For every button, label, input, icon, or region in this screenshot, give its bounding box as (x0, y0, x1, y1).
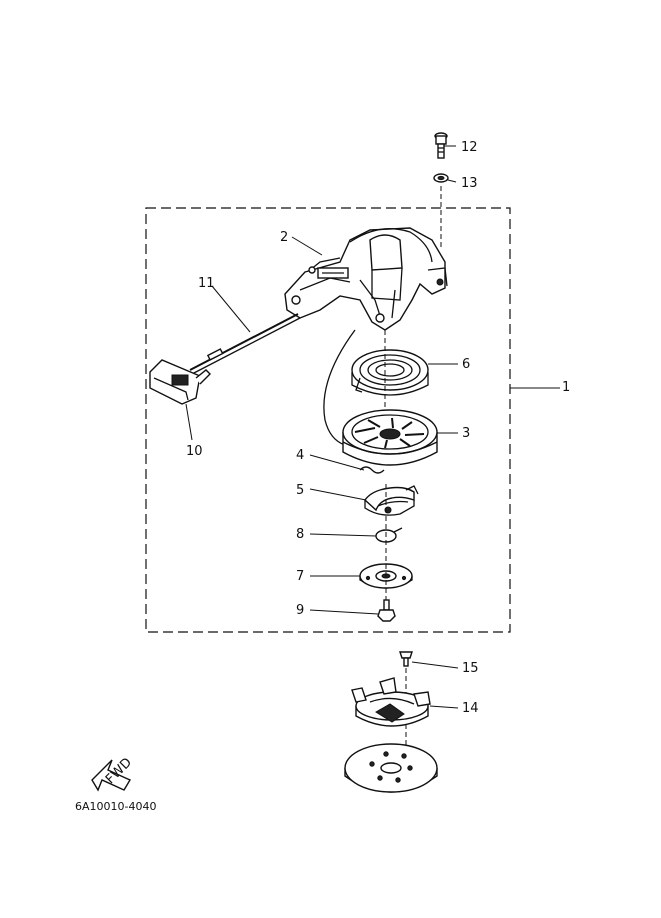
part-11-cable (189, 313, 301, 375)
leader-5 (309, 488, 367, 501)
part-6-spring (351, 349, 429, 396)
drawing-code: 6A10010-4040 (75, 800, 157, 813)
rope (323, 329, 356, 446)
callout-13: 13 (461, 176, 478, 191)
callout-6: 6 (462, 357, 470, 372)
callout-10: 10 (186, 444, 203, 459)
callout-7: 7 (296, 569, 304, 584)
leader-13 (447, 179, 457, 183)
part-3-sheave (342, 409, 438, 466)
leader-4 (309, 454, 365, 471)
callout-4: 4 (296, 448, 304, 463)
part-9-bolt (377, 599, 396, 622)
callout-8: 8 (296, 527, 304, 542)
part-4-spring-clip (359, 466, 385, 474)
part-13-washer (433, 173, 449, 183)
leader-14 (429, 705, 459, 709)
flywheel-disc (344, 743, 438, 793)
callout-9: 9 (296, 603, 304, 618)
callout-3: 3 (462, 426, 470, 441)
leader-15 (411, 661, 459, 669)
part-8-spring (375, 527, 403, 543)
leader-11 (211, 285, 251, 333)
fwd-arrow-icon: FWD (91, 755, 135, 792)
callout-11: 11 (198, 276, 215, 291)
part-10-handle (149, 359, 211, 405)
part-5-drive-pawl (364, 485, 419, 516)
part-2-starter-case (284, 227, 448, 331)
leader-2 (291, 236, 323, 256)
part-12-bolt (434, 132, 448, 159)
callout-12: 12 (461, 140, 478, 155)
part-15-screw (399, 651, 413, 667)
leader-8 (309, 533, 377, 537)
callout-2: 2 (280, 230, 288, 245)
callout-1: 1 (562, 380, 570, 395)
callout-14: 14 (462, 701, 479, 716)
leader-10 (185, 403, 193, 441)
assembly-boundary (145, 207, 511, 633)
leader-9 (309, 609, 379, 615)
part-14-starter-pulley (351, 677, 431, 727)
callout-5: 5 (296, 483, 304, 498)
callout-15: 15 (462, 661, 479, 676)
